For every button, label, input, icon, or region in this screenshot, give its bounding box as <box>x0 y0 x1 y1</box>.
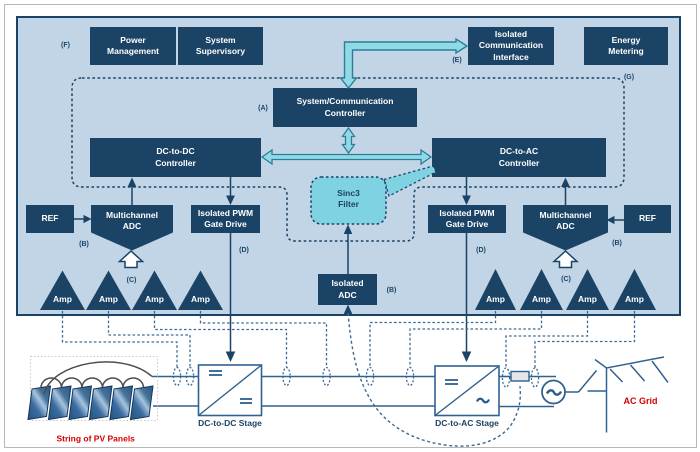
svg-text:(D): (D) <box>239 247 249 254</box>
svg-text:Amp: Amp <box>191 294 210 304</box>
svg-text:(B): (B) <box>612 240 622 247</box>
svg-text:(F): (F) <box>61 42 70 49</box>
svg-text:Multichannel: Multichannel <box>540 210 592 220</box>
svg-text:AC Grid: AC Grid <box>623 396 657 406</box>
svg-text:Amp: Amp <box>145 294 164 304</box>
svg-text:Amp: Amp <box>578 294 597 304</box>
svg-text:(D): (D) <box>476 247 486 254</box>
svg-text:Sinc3: Sinc3 <box>337 188 360 198</box>
svg-text:String of PV Panels: String of PV Panels <box>57 434 136 444</box>
svg-text:ADC: ADC <box>123 221 141 231</box>
svg-text:(B): (B) <box>387 287 397 294</box>
svg-text:(G): (G) <box>624 74 634 81</box>
svg-text:Multichannel: Multichannel <box>106 210 158 220</box>
svg-text:Amp: Amp <box>625 294 644 304</box>
svg-text:Filter: Filter <box>338 199 359 209</box>
svg-text:Amp: Amp <box>99 294 118 304</box>
svg-text:DC-to-AC Stage: DC-to-AC Stage <box>435 418 499 428</box>
svg-text:(C): (C) <box>127 277 137 284</box>
svg-text:(A): (A) <box>258 105 268 112</box>
svg-text:Amp: Amp <box>532 294 551 304</box>
svg-text:Amp: Amp <box>53 294 72 304</box>
svg-text:(E): (E) <box>452 57 461 64</box>
svg-text:(B): (B) <box>79 241 89 248</box>
svg-text:(C): (C) <box>561 276 571 283</box>
svg-text:Amp: Amp <box>486 294 505 304</box>
svg-text:DC-to-DC Stage: DC-to-DC Stage <box>198 418 262 428</box>
svg-text:ADC: ADC <box>556 221 574 231</box>
